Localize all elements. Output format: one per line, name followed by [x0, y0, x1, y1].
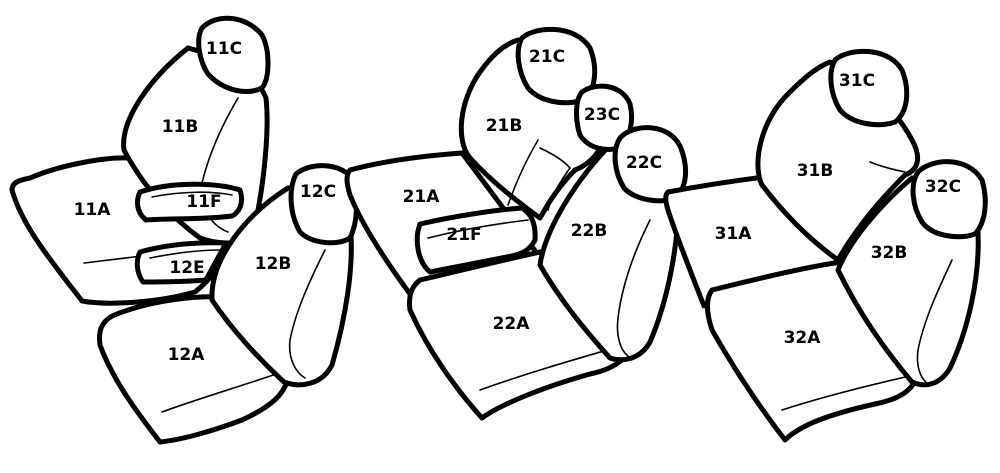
label-22A: 22A — [493, 314, 531, 334]
label-32C: 32C — [925, 177, 961, 197]
label-21F: 21F — [446, 225, 481, 245]
seam-12B — [288, 249, 326, 379]
seam-12E — [149, 249, 221, 259]
seam-31B — [869, 161, 906, 173]
seat-row-3: 31C 31B 32C 31A 32B 32A — [663, 48, 988, 443]
seat-12: 12C 12B 12A — [97, 163, 359, 445]
label-12E: 12E — [169, 258, 204, 278]
label-12C: 12C — [300, 182, 336, 202]
seam-22B — [616, 219, 651, 357]
seam-21B-panel — [539, 147, 571, 211]
part-11C-headrest — [196, 15, 271, 94]
seam-12A — [161, 371, 283, 413]
label-22B: 22B — [571, 221, 608, 241]
label-31B: 31B — [797, 161, 834, 181]
label-11B: 11B — [162, 117, 199, 137]
seam-32A — [781, 374, 915, 411]
label-22C: 22C — [626, 153, 662, 173]
seam-21B-inner — [507, 139, 539, 206]
seam-32B — [916, 259, 953, 385]
seam-11F — [151, 191, 233, 198]
part-32C-headrest — [910, 159, 988, 240]
part-12C-headrest — [288, 163, 359, 246]
label-31C: 31C — [839, 71, 875, 91]
label-32B: 32B — [871, 243, 908, 263]
label-12A: 12A — [168, 345, 206, 365]
label-31A: 31A — [715, 224, 753, 244]
label-11C: 11C — [206, 39, 242, 59]
label-21A: 21A — [403, 187, 441, 207]
part-12E-armrest — [134, 240, 229, 285]
label-12B: 12B — [255, 254, 292, 274]
label-11A: 11A — [74, 200, 112, 220]
label-21B: 21B — [486, 116, 523, 136]
label-11F: 11F — [186, 192, 221, 212]
part-31C-headrest — [828, 48, 910, 128]
part-21F-armrest — [414, 205, 538, 275]
label-23C: 23C — [584, 105, 620, 125]
label-21C: 21C — [529, 47, 565, 67]
seat-11: 11C 11B 11A 11F 12E — [9, 15, 271, 306]
seat-row-2: 21C 21B 23C 22C 21A 21F 22B 22A — [344, 26, 688, 421]
seam-21F — [427, 219, 529, 239]
label-32A: 32A — [784, 328, 822, 348]
